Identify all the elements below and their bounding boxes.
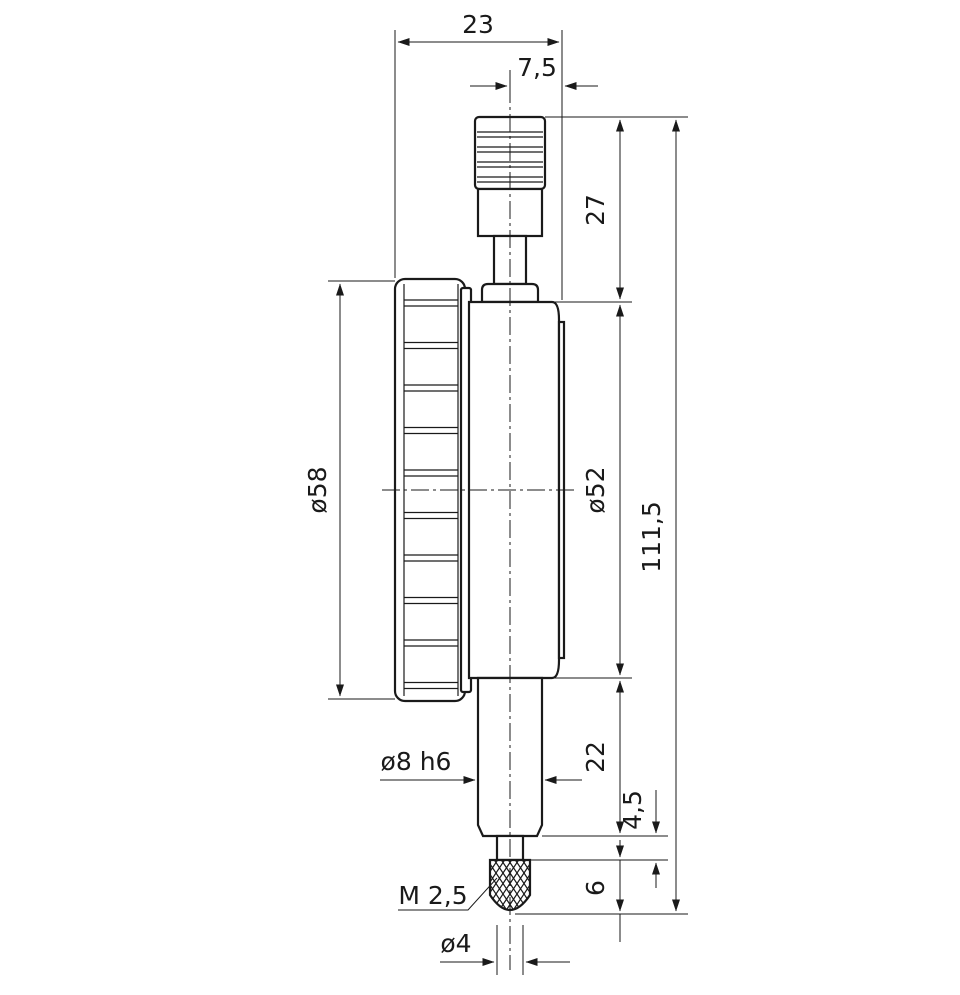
label-top-stem-height: 27	[581, 194, 610, 226]
label-contact-length: 6	[581, 880, 610, 896]
dim-stem-offset: 7,5	[470, 53, 598, 90]
tip-knurl-line	[490, 860, 520, 910]
label-stem-offset: 7,5	[517, 53, 557, 82]
label-case-diameter: ø52	[581, 466, 610, 513]
tip-knurl-line	[528, 860, 530, 910]
tip-knurl-line	[520, 860, 530, 910]
tip-knurl-line	[543, 858, 583, 918]
tip-knurl-line	[490, 860, 500, 910]
dim-overall-height: 111,5	[637, 119, 680, 912]
tip-knurl-line	[500, 860, 530, 910]
dim-contact-thread: M 2,5	[398, 877, 498, 911]
tip-knurl-line	[506, 860, 530, 910]
tip-knurl-line	[507, 860, 530, 910]
dim-top-stem-height: 27	[581, 119, 624, 300]
label-mount-stem-length: 22	[581, 741, 610, 773]
center-lines	[382, 85, 578, 970]
tip-knurl-line	[513, 860, 530, 910]
tip-knurl-line	[490, 860, 514, 910]
part-outline	[393, 115, 583, 918]
label-overall-depth: 23	[462, 10, 494, 39]
tip-knurl-line	[490, 860, 513, 910]
dim-contact-diameter: ø4	[440, 925, 570, 975]
dim-spindle-length: 4,5	[618, 790, 660, 888]
tip-knurl-line	[527, 860, 530, 910]
label-contact-diameter: ø4	[440, 929, 471, 958]
tip-knurl-line	[536, 858, 576, 918]
bezel-knurl-lines	[404, 299, 458, 690]
tip-knurl-line	[490, 860, 507, 910]
dim-bezel-diameter: ø58	[303, 280, 395, 700]
label-mount-stem-diameter: ø8 h6	[381, 747, 452, 776]
dim-mount-stem-diameter: ø8 h6	[380, 747, 582, 784]
dim-mount-stem-length: 22	[581, 680, 624, 834]
tip-knurl-line	[542, 858, 582, 918]
label-contact-thread: M 2,5	[398, 881, 467, 910]
label-bezel-diameter: ø58	[303, 466, 332, 513]
dim-case-diameter: ø52	[581, 304, 624, 676]
dim-overall-depth: 23	[394, 10, 563, 300]
tip-knurl-line	[535, 858, 575, 918]
dim-contact-length: 6	[581, 840, 624, 942]
dimensions: 23 7,5 27 ø52 22	[303, 10, 688, 975]
label-overall-height: 111,5	[637, 501, 666, 573]
label-spindle-length: 4,5	[618, 790, 647, 830]
